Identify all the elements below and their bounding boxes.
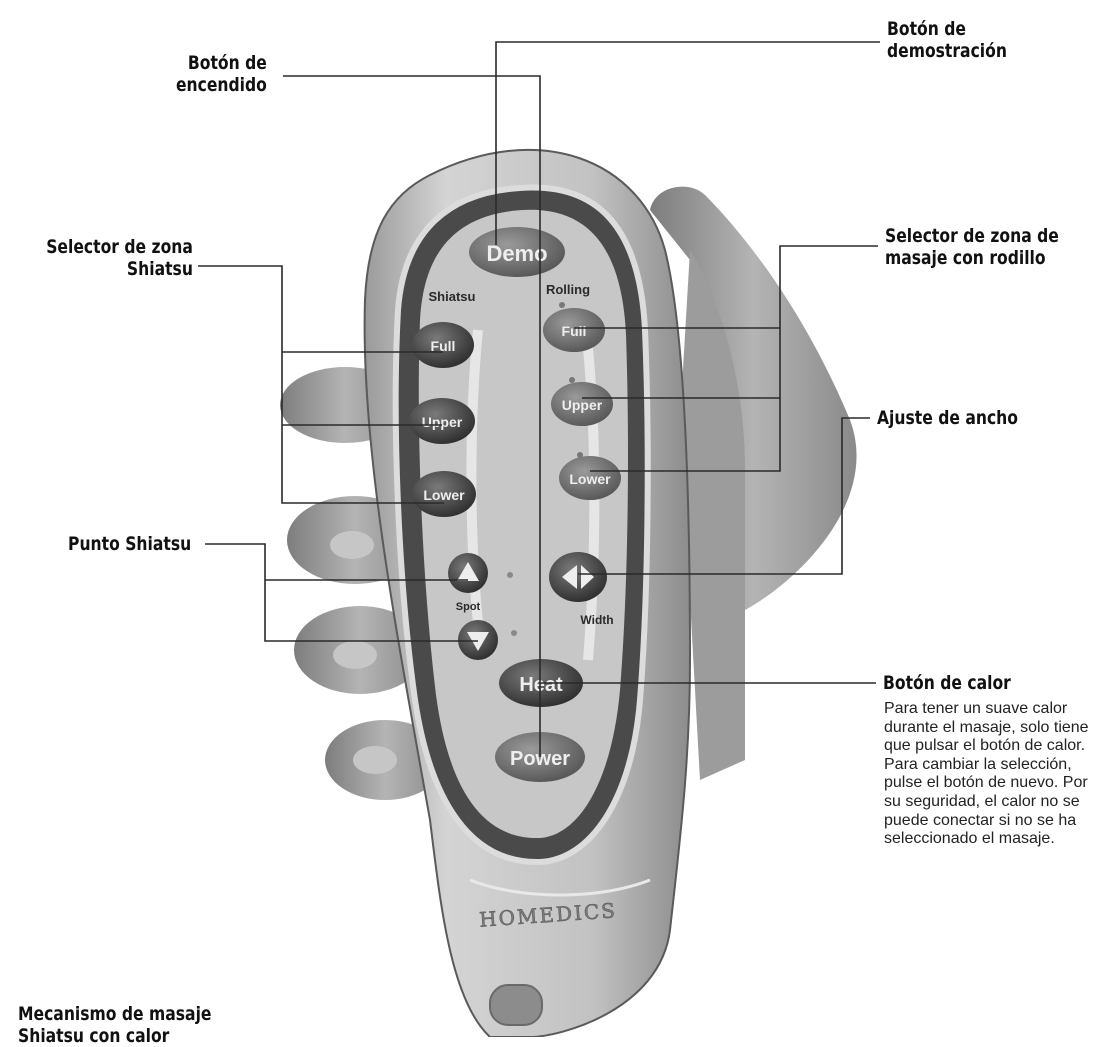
rolling-full-button[interactable] — [543, 308, 605, 352]
remote-buttons: Demo Shiatsu Rolling Full Upper Lower Fu… — [409, 227, 621, 932]
label-bottom-line-1: Mecanismo de masaje — [18, 1003, 212, 1025]
rolling-lower-label: Lower — [569, 471, 611, 487]
heat-description: Para tener un suave calor durante el mas… — [884, 700, 1101, 849]
label-width: Ajuste de ancho — [877, 407, 1018, 429]
rolling-heading: Rolling — [546, 282, 590, 297]
shiatsu-upper-button[interactable] — [409, 398, 475, 444]
heat-desc-line-7: puede conectar si no se ha — [884, 811, 1077, 829]
label-width-line: Ajuste de ancho — [877, 407, 1018, 429]
label-shiatsu-zone-line-2: Shiatsu — [127, 258, 193, 280]
label-heat-title-line: Botón de calor — [883, 672, 1011, 694]
label-bottom: Mecanismo de masaje Shiatsu con calor — [18, 1003, 211, 1047]
palm — [680, 250, 745, 780]
leader-rolling-zone — [590, 245, 878, 472]
shiatsu-upper-label: Upper — [422, 414, 463, 430]
shiatsu-heading: Shiatsu — [429, 289, 476, 304]
rolling-full-label: Full — [562, 323, 587, 339]
label-bottom-line-2: Shiatsu con calor — [18, 1025, 170, 1047]
label-rolling-zone-line-2: masaje con rodillo — [885, 247, 1046, 269]
demo-button-label: Demo — [486, 241, 547, 266]
indicator-led-upper — [569, 377, 575, 383]
label-rolling-zone: Selector de zona de masaje con rodillo — [885, 225, 1059, 269]
spot-led-1 — [507, 572, 513, 578]
leader-shiatsu-zone — [198, 265, 444, 504]
heat-desc-line-6: su seguridad, el calor no se — [884, 792, 1080, 810]
label-spot-line: Punto Shiatsu — [67, 533, 191, 555]
heat-desc-line-8: seleccionado el masaje. — [884, 830, 1055, 848]
demo-button[interactable] — [469, 227, 565, 277]
width-remote-label: Width — [580, 613, 613, 627]
leader-spot — [205, 543, 478, 642]
width-right-arrow-icon — [581, 565, 594, 589]
rolling-upper-label: Upper — [562, 397, 603, 413]
label-encendido-line-2: encendido — [176, 74, 267, 96]
label-demo: Botón de demostración — [887, 18, 1007, 62]
fingernail-4 — [353, 746, 397, 774]
heat-desc-line-3: que pulsar el botón de calor. — [884, 737, 1086, 755]
label-shiatsu-zone: Selector de zona Shiatsu — [46, 236, 193, 280]
heat-desc-line-5: pulse el botón de nuevo. Por — [884, 774, 1088, 792]
heat-desc-line-1: Para tener un suave calor — [884, 700, 1068, 717]
label-heat-title: Botón de calor — [883, 672, 1011, 694]
heat-desc-line-4: Para cambiar la selección, — [884, 755, 1072, 773]
rolling-upper-button[interactable] — [551, 382, 613, 426]
leader-demo — [495, 41, 880, 245]
label-shiatsu-zone-line-1: Selector de zona — [46, 236, 193, 258]
fingernail-3 — [333, 641, 377, 669]
power-button-label: Power — [510, 748, 570, 770]
spot-label: Spot — [456, 601, 481, 613]
fingernail-2 — [330, 531, 374, 559]
label-rolling-zone-line-1: Selector de zona de — [885, 225, 1059, 247]
shiatsu-lower-label: Lower — [423, 487, 465, 503]
spot-led-2 — [511, 630, 517, 636]
leader-width — [578, 417, 870, 575]
remote-grip-highlight — [469, 878, 651, 897]
shiatsu-full-button[interactable] — [412, 322, 474, 368]
remote-base-slot — [489, 984, 543, 1026]
rolling-lower-button[interactable] — [559, 456, 621, 500]
label-encendido: Botón de encendido — [176, 52, 267, 96]
width-button[interactable] — [549, 552, 607, 602]
shiatsu-lower-button[interactable] — [412, 471, 476, 517]
label-spot: Punto Shiatsu — [68, 533, 191, 555]
leader-lines — [198, 41, 880, 757]
shiatsu-full-label: Full — [431, 338, 456, 354]
spot-up-arrow-icon — [457, 562, 479, 581]
heat-desc-line-2: durante el masaje, solo tiene — [884, 718, 1089, 736]
indicator-led-full — [559, 302, 565, 308]
width-left-arrow-icon — [562, 565, 577, 589]
heat-button-label: Heat — [519, 674, 563, 696]
label-demo-line-1: Botón de — [887, 18, 966, 40]
label-demo-line-2: demostración — [887, 40, 1007, 62]
leader-encendido — [283, 75, 541, 757]
label-encendido-line-1: Botón de — [188, 52, 267, 74]
indicator-led-lower — [577, 452, 583, 458]
